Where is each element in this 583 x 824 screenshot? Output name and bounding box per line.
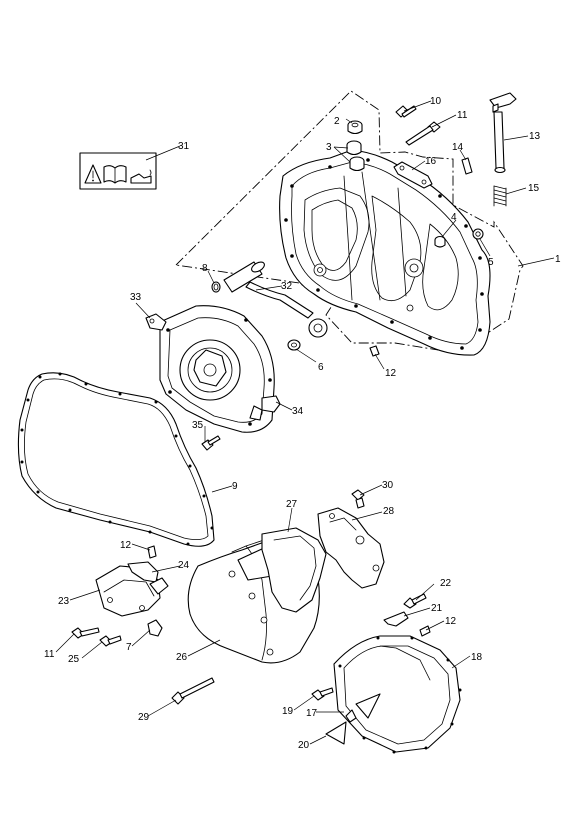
callout-1: 1 bbox=[555, 254, 561, 265]
callout-17: 17 bbox=[306, 708, 318, 719]
callout-labels: 1 2 3 4 5 6 7 8 9 10 11 11 12 12 12 13 1… bbox=[44, 96, 561, 751]
callout-7: 7 bbox=[126, 642, 132, 653]
callout-27: 27 bbox=[286, 499, 298, 510]
callout-3: 3 bbox=[326, 142, 332, 153]
callout-13: 13 bbox=[529, 131, 541, 142]
callout-28: 28 bbox=[383, 506, 395, 517]
bracket-21 bbox=[383, 611, 409, 627]
callout-22: 22 bbox=[440, 578, 452, 589]
bolt-10 bbox=[395, 105, 417, 118]
callout-6: 6 bbox=[318, 362, 324, 373]
callout-30: 30 bbox=[382, 480, 394, 491]
bracket-33 bbox=[145, 313, 167, 331]
callout-18: 18 bbox=[471, 652, 483, 663]
timing-cover-18 bbox=[333, 635, 462, 754]
callout-19: 19 bbox=[282, 706, 294, 717]
callout-5: 5 bbox=[488, 257, 494, 268]
o-ring-8 bbox=[211, 281, 221, 293]
callout-4: 4 bbox=[451, 212, 457, 223]
clip-7 bbox=[147, 619, 163, 637]
dowel-12-upper bbox=[369, 345, 380, 357]
callout-12-upper: 12 bbox=[385, 368, 397, 379]
bolt-25 bbox=[99, 635, 122, 647]
callout-11-lower: 11 bbox=[44, 649, 55, 660]
callout-9: 9 bbox=[232, 481, 238, 492]
dowel-12-lower bbox=[419, 625, 431, 637]
callout-29: 29 bbox=[138, 712, 150, 723]
callout-2: 2 bbox=[334, 116, 340, 127]
assembly-boundary bbox=[175, 90, 524, 355]
dowel-3 bbox=[346, 140, 365, 172]
callout-31: 31 bbox=[178, 141, 190, 152]
stator-plate-34 bbox=[159, 305, 281, 433]
bolt-29 bbox=[171, 677, 215, 705]
callout-20: 20 bbox=[298, 740, 310, 751]
callout-35: 35 bbox=[192, 420, 204, 431]
callout-26: 26 bbox=[176, 652, 188, 663]
trim-27 bbox=[261, 527, 327, 613]
callout-16: 16 bbox=[425, 156, 437, 167]
bolt-22 bbox=[403, 593, 427, 609]
callout-34: 34 bbox=[292, 406, 304, 417]
bolt-30 bbox=[351, 489, 365, 509]
bolt-35 bbox=[201, 435, 221, 451]
bracket-16 bbox=[393, 161, 433, 189]
callout-32: 32 bbox=[281, 281, 293, 292]
crankcase-cover bbox=[279, 149, 491, 356]
callout-15: 15 bbox=[528, 183, 540, 194]
spring-15 bbox=[493, 185, 507, 207]
gasket-9 bbox=[17, 372, 215, 547]
leader-lines bbox=[55, 100, 555, 745]
pin-14 bbox=[461, 157, 473, 175]
callout-10: 10 bbox=[430, 96, 442, 107]
dipstick-13 bbox=[489, 92, 517, 174]
bracket-28 bbox=[317, 507, 385, 589]
washer-5 bbox=[472, 228, 484, 240]
warning-label-icon bbox=[79, 152, 157, 190]
callout-12-left: 12 bbox=[120, 540, 132, 551]
callout-21: 21 bbox=[431, 603, 443, 614]
callout-33: 33 bbox=[130, 292, 142, 303]
starter-motor-23 bbox=[95, 561, 169, 617]
callout-11-upper: 11 bbox=[457, 110, 468, 121]
callout-23: 23 bbox=[58, 596, 70, 607]
shaft-arm-32 bbox=[223, 261, 314, 319]
callout-14: 14 bbox=[452, 142, 464, 153]
roller-6 bbox=[287, 318, 328, 351]
badge-20 bbox=[325, 721, 347, 745]
bolt-11-lower bbox=[71, 627, 100, 639]
callout-8: 8 bbox=[202, 263, 208, 274]
callout-24: 24 bbox=[178, 560, 190, 571]
callout-25: 25 bbox=[68, 654, 80, 665]
dowel-2 bbox=[347, 120, 363, 135]
seal-4 bbox=[434, 235, 446, 248]
pin-12-left bbox=[147, 545, 157, 559]
callout-12-right: 12 bbox=[445, 616, 457, 627]
bolt-19 bbox=[311, 687, 334, 701]
